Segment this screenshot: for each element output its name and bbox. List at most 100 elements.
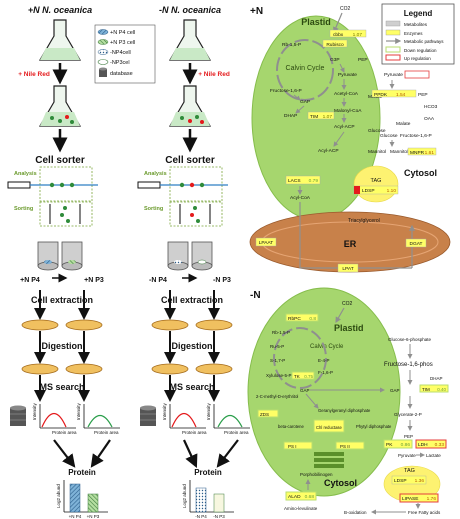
dhap-cyto-n: DHAP [430,376,443,381]
ldsp-enzyme-n: LDSP [394,478,407,484]
legend-database: database [110,71,133,77]
bisp-label: Rb-1,5-P [272,330,290,335]
log2-left: Log2 abund [56,484,61,508]
pyruvate-cyto-n: Pyruvate [398,453,416,458]
abundance-bars-right: Log2 abund -N P4 -N P3 [182,480,234,519]
fructose-cyto-n: Fructose-1,6-phos [384,362,433,368]
analysis-label-left: Analysis [14,171,37,177]
glucose-cyto-label: Glucose [380,133,398,139]
tag-label-n: TAG [404,468,415,474]
mannitol-suffix-label: Mannitol [390,149,408,155]
up-regulation-mark [404,70,430,79]
pep-label: PEP [358,57,368,63]
co2-label: CO2 [340,6,351,12]
dish-row-1 [21,319,233,331]
pep-cyto-label: PEP [418,92,428,98]
bar-label-right-b: -N P3 [213,514,225,519]
pop-right-a: -N P4 [149,277,167,284]
legend-mnp3: -NP3cel [110,60,130,66]
ms-search-left: MS search [39,382,84,392]
hco3-label: HCO3 [424,104,438,110]
ru5p-label: Ru-5-P [270,344,284,349]
protein-area-2: Protein area [94,430,119,435]
ms-search-right: MS search [169,382,214,392]
protein-right: Protein [194,468,222,477]
ldsp-value-n: 1.36 [415,478,425,484]
thylakoid-icon [314,452,344,468]
ldsp-value: 1.10 [387,188,397,194]
tim-value-n: 0.40 [437,387,446,392]
database-icon [140,405,156,426]
legend-up-regulation: Up regulation [404,56,431,61]
calvin-cycle-ring [276,39,334,101]
fructose-label: Fructose-1,6-P [270,88,302,94]
dgat-enzyme: DGAT [410,241,423,247]
tubes-right [167,241,213,271]
mnpr-value: 1.61 [425,150,435,156]
malonyl-coa-label: Malonyl-CoA [334,108,362,114]
map-plus-n: +N Plastid Calvin Cycle CO2 Rb-1,5-P Rub… [249,3,455,273]
g3p-label: G3P [330,57,340,63]
flask-right [168,19,212,61]
cbbx-value: 1.07 [353,32,363,38]
gap-label: GAP [300,99,310,105]
acyl-coa-label: Acyl-CoA [290,195,311,201]
beta-carotene-label: beta-carotene [278,424,305,429]
e4p-label: E-4-P [318,358,330,363]
rubisco-enzyme: Rubisco [326,42,344,48]
right-condition-label: -N N. oceanica [159,5,221,15]
flask-stained-right [168,85,212,127]
flask-left [38,19,82,61]
oaa-label: OAA [424,116,435,122]
tk-enzyme: TK [294,374,300,379]
protein-area-4: Protein area [224,430,249,435]
aminolevulinate-label: Amino-levulinate [284,506,318,511]
geranyl-label: Geranylgeranyl diphosphate [318,408,371,413]
mannitol-label: Mannitol [368,149,386,155]
phytyl-label: Phytyl diphosphate [356,424,392,429]
cytosol-label-n: Cytosol [324,478,357,488]
cbbx-enzyme: cbbx [333,32,344,38]
lacs-enzyme: LACS [288,178,301,184]
database-icon [99,67,107,77]
cytosol-label: Cytosol [404,168,437,178]
pk-enzyme: PK [386,442,393,448]
fructose-cyto-label: Fructose-1,6-P [400,133,432,139]
digestion-left: Digestion [41,341,82,351]
cell-sorter-right: Cell sorter [165,155,215,166]
g6p-label: Glucose-6-phosphate [388,337,432,342]
lactate-label: Lactate [426,453,441,458]
digestion-right: Digestion [171,341,212,351]
sorter-right: Analysis Sorting [137,166,228,227]
triacylglycerol-label: Triacylglycerol [348,218,380,224]
ppdk-enzyme: PPDK [374,92,388,98]
rb15p-label: Rb-1,5-P [282,42,301,48]
legend-down-regulation: Down regulation [404,48,437,53]
pyruvate-cyto-label: Pyruvate [384,72,403,78]
legend-pathways: Metabolic pathways [404,39,444,44]
intensity-label-2: Intensity [76,402,81,420]
workflow-panel: +N N. oceanica -N N. oceanica + Nile Red… [7,5,250,519]
ppdk-value: 1.54 [396,92,406,98]
nile-red-right: + Nile Red [198,71,230,78]
intensity-label-3: Intensity [162,402,167,420]
intensity-label-1: Intensity [32,402,37,420]
acyl-acp-2-label: Acyl-ACP [318,148,339,154]
pyruvate-label: Pyruvate [338,72,357,78]
tim-enzyme: TIM [310,114,318,120]
pop-left-a: +N P4 [20,277,40,284]
analysis-label-right: Analysis [144,171,167,177]
chl-reductase: Chl reductase [316,425,343,430]
sorter-left: Analysis Sorting [7,166,98,227]
ldh-value: 0.33 [435,442,445,448]
glycerate-label: Glycerate-2-P [394,412,422,417]
nile-red-left: + Nile Red [18,71,50,78]
bar-label-left-b: +N P3 [87,514,100,519]
beta-oxidation-label: B-oxidation [344,510,367,515]
tag-label: TAG [371,178,382,184]
calvin-ring-n [273,327,327,389]
ldh-enzyme: LDH [418,442,428,448]
lpat-enzyme: LPAT [342,266,353,272]
alad-enzyme: ALAD [288,494,301,500]
calvin-label-n: Calvin Cycle [310,344,344,350]
